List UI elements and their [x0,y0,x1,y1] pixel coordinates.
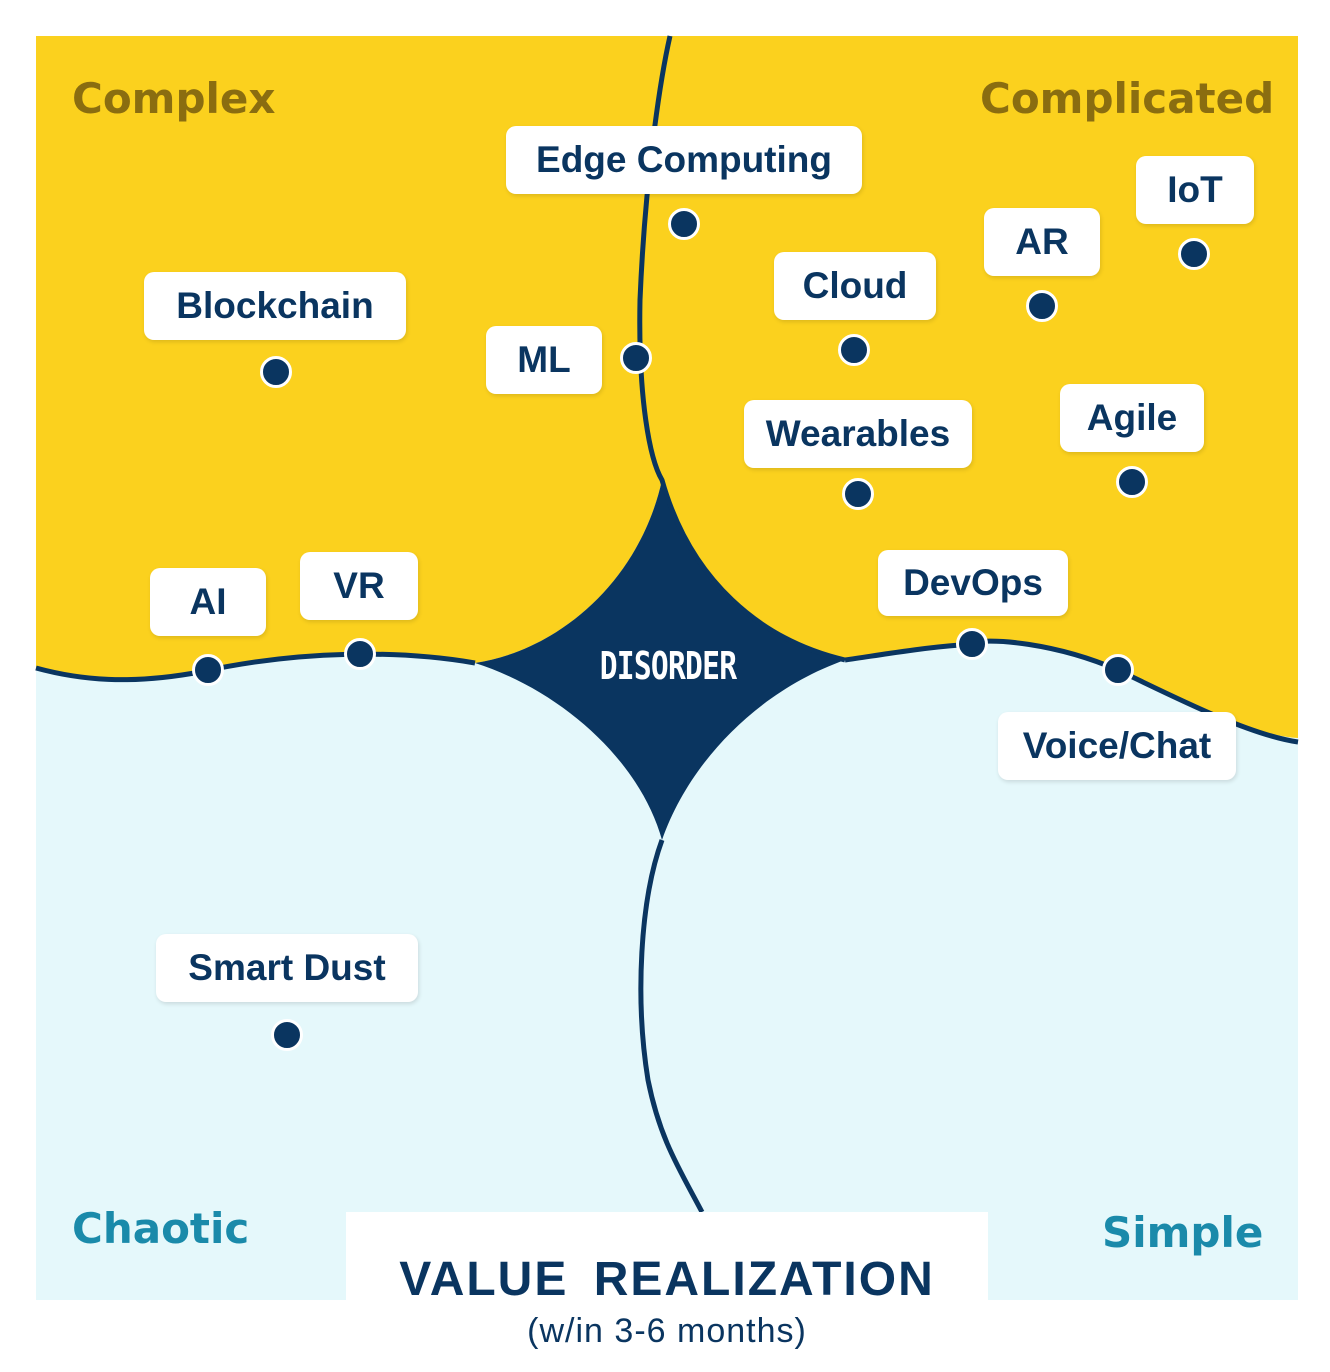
tag-vr: VR [300,552,418,620]
boundary-bottom [638,839,705,1214]
tag-ml: ML [486,326,602,394]
tag-voice-chat: Voice/Chat [998,712,1236,780]
dot-voice-chat [1102,654,1134,686]
tag-ar: AR [984,208,1100,276]
tag-cloud: Cloud [774,252,936,320]
tag-devops: DevOps [878,550,1068,616]
tag-blockchain: Blockchain [144,272,406,340]
tag-smart-dust: Smart Dust [156,934,418,1002]
disorder-label: DISORDER [599,644,737,688]
dot-ai [192,654,224,686]
dot-iot [1178,238,1210,270]
quadrant-label-complex: Complex [72,74,276,123]
footer-box: VALUE REALIZATION (w/in 3-6 months) [346,1212,988,1372]
dot-wearables [842,478,874,510]
quadrant-label-chaotic: Chaotic [72,1204,250,1253]
complex-area [36,36,670,680]
complicated-area [639,36,1298,738]
dot-blockchain [260,356,292,388]
dot-cloud [838,334,870,366]
tag-ai: AI [150,568,266,636]
tag-wearables: Wearables [744,400,972,468]
dot-agile [1116,466,1148,498]
dot-devops [956,628,988,660]
footer-subtitle: (w/in 3-6 months) [527,1312,807,1350]
tag-edge-computing: Edge Computing [506,126,862,194]
tag-iot: IoT [1136,156,1254,224]
footer-title: VALUE REALIZATION [399,1253,935,1306]
dot-ar [1026,290,1058,322]
dot-edge-computing [668,208,700,240]
disorder-shape [475,480,845,840]
quadrant-label-simple: Simple [1102,1208,1264,1257]
quadrant-label-complicated: Complicated [980,74,1275,123]
dot-vr [344,638,376,670]
dot-smart-dust [271,1019,303,1051]
tag-agile: Agile [1060,384,1204,452]
dot-ml [620,342,652,374]
